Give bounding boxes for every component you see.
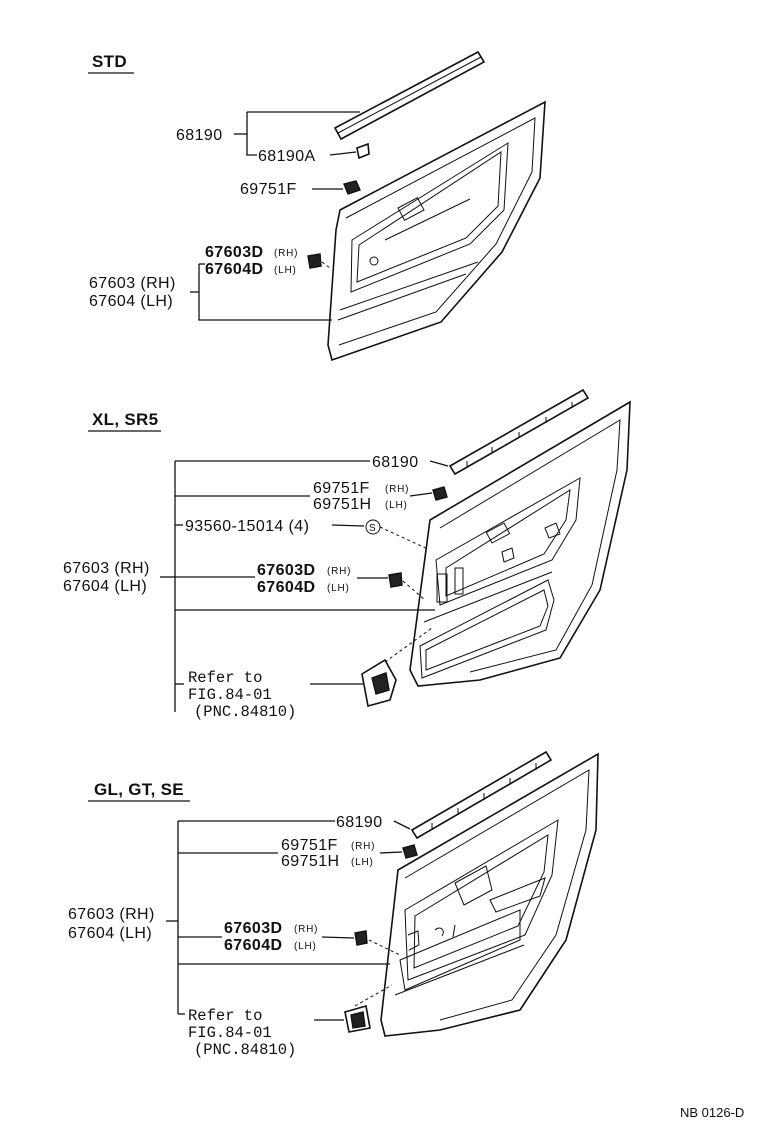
label-67604-lh: 67604 (LH) xyxy=(89,293,173,310)
label-67603-rh: 67603 (RH) xyxy=(68,906,155,923)
label-68190a: 68190A xyxy=(258,148,316,165)
label-69751h: 69751H xyxy=(281,853,339,870)
part-screw-93560: S xyxy=(365,519,431,551)
label-67604-lh: 67604 (LH) xyxy=(68,925,152,942)
label-67604-lh: 67604 (LH) xyxy=(63,578,147,595)
label-refer-to: Refer to xyxy=(188,669,262,687)
label-67603d: 67603D xyxy=(257,562,315,579)
label-lh: (LH) xyxy=(351,857,374,868)
label-67604d: 67604D xyxy=(205,261,263,278)
part-handle-bezel xyxy=(361,627,433,708)
label-refer-to: Refer to xyxy=(188,1007,262,1025)
section-heading-xl-sr5: XL, SR5 xyxy=(92,410,158,429)
part-clip-67603d xyxy=(354,930,401,956)
label-69751f: 69751F xyxy=(240,181,297,198)
part-belt-moulding xyxy=(448,388,590,476)
label-67604d: 67604D xyxy=(224,937,282,954)
label-67603-rh: 67603 (RH) xyxy=(89,275,176,292)
part-clip-69751f xyxy=(402,844,418,859)
label-rh: (RH) xyxy=(351,841,375,852)
label-68190: 68190 xyxy=(372,454,419,471)
label-lh: (LH) xyxy=(294,941,317,952)
label-rh: (RH) xyxy=(385,484,409,495)
part-clip-69751f xyxy=(432,486,448,501)
part-clip-67603d xyxy=(307,253,331,269)
label-rh: (RH) xyxy=(327,566,351,577)
label-69751f: 69751F xyxy=(313,480,370,497)
label-67603-rh: 67603 (RH) xyxy=(63,560,150,577)
label-67603d: 67603D xyxy=(205,244,263,261)
clip-68190a xyxy=(356,142,370,160)
label-lh: (LH) xyxy=(327,583,350,594)
part-belt-moulding xyxy=(410,750,553,840)
section-heading-gl-gt-se: GL, GT, SE xyxy=(94,780,184,799)
label-lh: (LH) xyxy=(274,265,297,276)
screw-symbol: S xyxy=(369,523,376,534)
label-67604d: 67604D xyxy=(257,579,315,596)
label-68190: 68190 xyxy=(176,127,223,144)
label-pnc: (PNC.84810) xyxy=(194,1041,296,1059)
figure-code: NB 0126-D xyxy=(680,1105,744,1120)
label-fig: FIG.84-01 xyxy=(188,1024,272,1042)
section-std: STD xyxy=(88,50,546,362)
part-clip-67603d xyxy=(388,572,426,601)
part-door-trim-panel-xl xyxy=(409,400,631,687)
label-lh: (LH) xyxy=(385,500,408,511)
label-rh: (RH) xyxy=(294,924,318,935)
part-belt-moulding xyxy=(333,50,486,160)
label-69751h: 69751H xyxy=(313,496,371,513)
label-pnc: (PNC.84810) xyxy=(194,703,296,721)
label-fig: FIG.84-01 xyxy=(188,686,272,704)
label-67603d: 67603D xyxy=(224,920,282,937)
part-door-trim-panel-std xyxy=(327,100,546,362)
label-93560: 93560-15014 (4) xyxy=(185,518,309,535)
part-clip-69751f xyxy=(343,180,361,195)
section-gl-gt-se: GL, GT, SE xyxy=(68,750,599,1059)
part-door-trim-panel-gl xyxy=(380,752,599,1037)
part-handle-bezel xyxy=(344,984,393,1033)
label-68190: 68190 xyxy=(336,814,383,831)
label-69751f: 69751F xyxy=(281,837,338,854)
label-rh: (RH) xyxy=(274,248,298,259)
section-xl-sr5: XL, SR5 S xyxy=(63,388,631,721)
section-heading-std: STD xyxy=(92,52,127,71)
